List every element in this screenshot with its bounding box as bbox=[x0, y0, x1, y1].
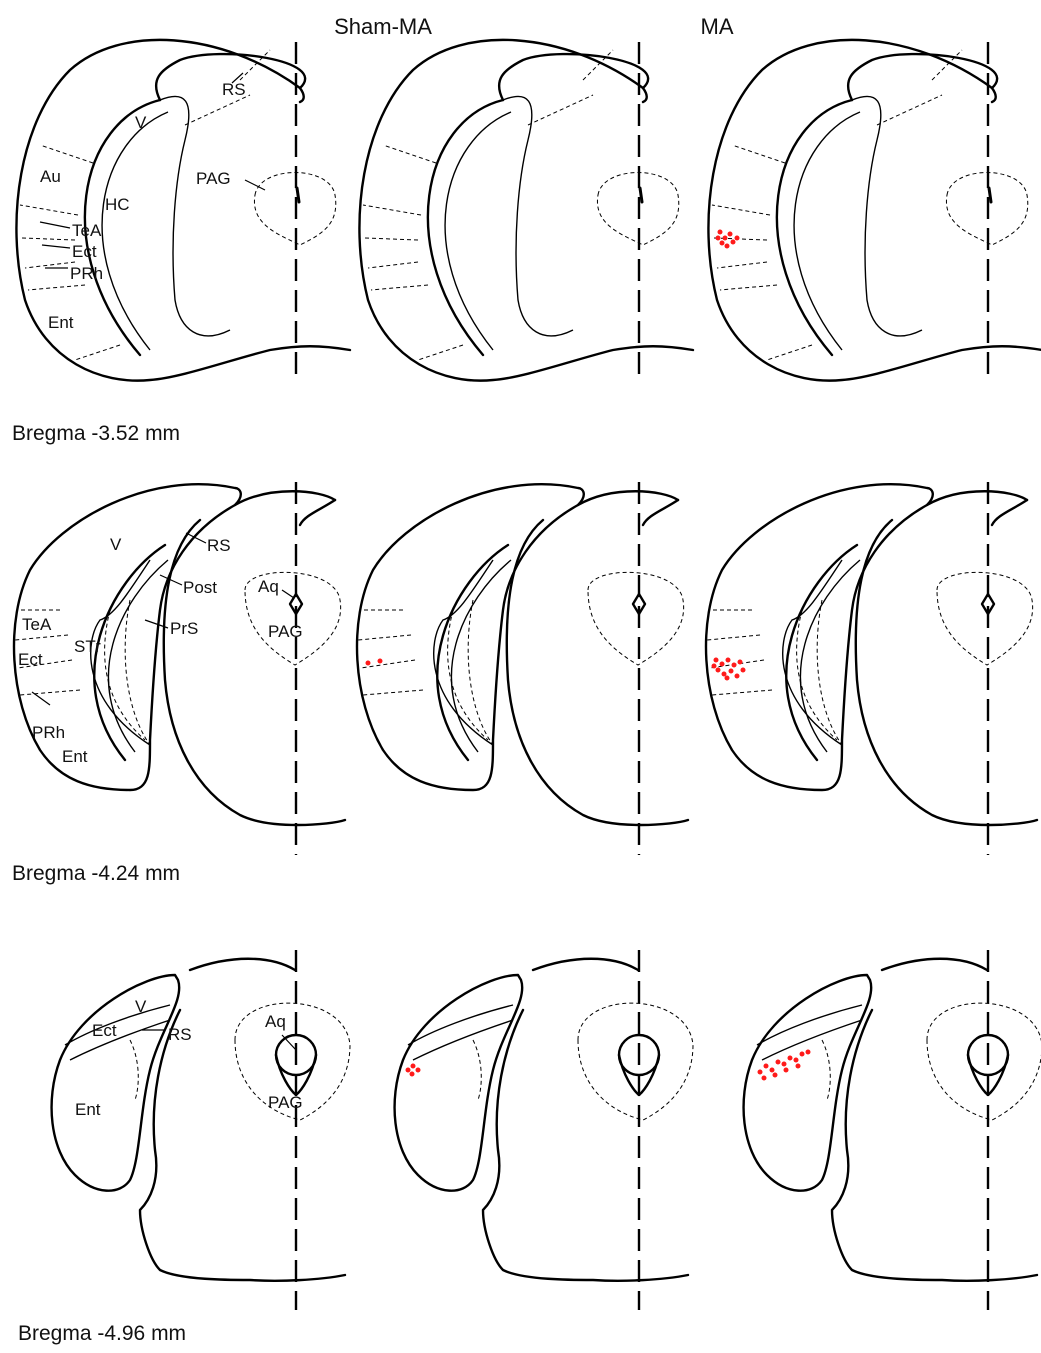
lesion-markers-3-ma bbox=[758, 1050, 811, 1081]
lesion-markers-2-ma bbox=[712, 658, 746, 681]
label-pag: PAG bbox=[268, 622, 303, 641]
label-hc: HC bbox=[105, 195, 130, 214]
label-v: V bbox=[110, 535, 122, 554]
section-2-annotated: V RS Post Aq PrS PAG TeA STr Ect PRh Ent bbox=[14, 482, 345, 855]
label-v: V bbox=[135, 113, 147, 132]
section-3-ma bbox=[744, 950, 1041, 1310]
label-v: V bbox=[135, 997, 147, 1016]
section-2-ma bbox=[706, 482, 1037, 855]
section-1-sham bbox=[359, 40, 693, 381]
column-header-sham: Sham-MA bbox=[334, 14, 432, 39]
section-3-sham bbox=[395, 950, 693, 1310]
label-rs: RS bbox=[222, 80, 246, 99]
label-ent: Ent bbox=[48, 313, 74, 332]
label-post: Post bbox=[183, 578, 217, 597]
label-aq: Aq bbox=[265, 1012, 286, 1031]
label-ect: Ect bbox=[72, 242, 97, 261]
bregma-label-3: Bregma -4.96 mm bbox=[18, 1322, 186, 1345]
section-3-annotated: V Ect RS Aq PAG Ent bbox=[52, 950, 350, 1310]
label-prs: PrS bbox=[170, 619, 198, 638]
label-pag: PAG bbox=[268, 1093, 303, 1112]
section-1-annotated: V RS Au HC PAG TeA Ect PRh Ent bbox=[16, 40, 350, 381]
bregma-label-2: Bregma -4.24 mm bbox=[12, 862, 180, 885]
label-rs: RS bbox=[168, 1025, 192, 1044]
section-1-ma bbox=[708, 40, 1041, 381]
label-prh: PRh bbox=[70, 264, 103, 283]
label-ect: Ect bbox=[92, 1021, 117, 1040]
label-aq: Aq bbox=[258, 577, 279, 596]
bregma-label-1: Bregma -3.52 mm bbox=[12, 422, 180, 445]
label-tea: TeA bbox=[22, 615, 52, 634]
label-ent: Ent bbox=[75, 1100, 101, 1119]
label-ent: Ent bbox=[62, 747, 88, 766]
column-header-ma: MA bbox=[701, 14, 734, 39]
label-prh: PRh bbox=[32, 723, 65, 742]
lesion-markers-1 bbox=[716, 230, 740, 249]
lesion-markers-2-sham bbox=[366, 659, 383, 666]
label-rs: RS bbox=[207, 536, 231, 555]
label-ect: Ect bbox=[18, 650, 43, 669]
label-au: Au bbox=[40, 167, 61, 186]
lesion-markers-3-sham bbox=[406, 1064, 421, 1077]
label-str: STr bbox=[74, 637, 101, 656]
label-tea: TeA bbox=[72, 221, 102, 240]
label-pag: PAG bbox=[196, 169, 231, 188]
section-2-sham bbox=[357, 482, 688, 855]
